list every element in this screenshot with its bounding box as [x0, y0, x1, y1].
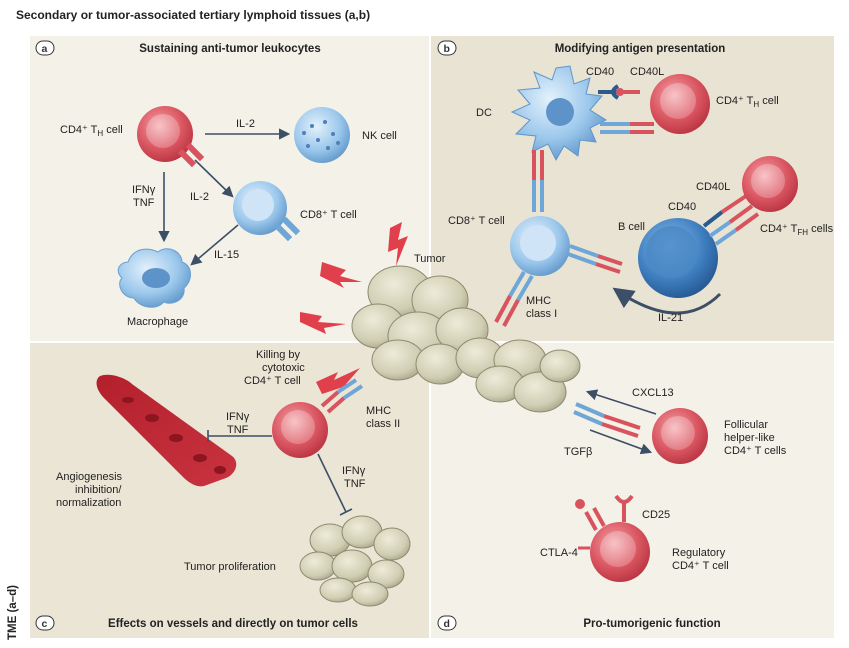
svg-text:b: b	[444, 43, 450, 55]
side-label: TME (a–d)	[7, 585, 19, 640]
follicular-receptors	[573, 402, 641, 438]
label-tumor: Tumor	[414, 253, 446, 265]
label-tumor-prolif: Tumor proliferation	[184, 561, 276, 573]
label-mhc-i-2: class I	[526, 308, 557, 320]
figure-title: Secondary or tumor-associated tertiary l…	[16, 8, 370, 22]
label-cd4-th-b: CD4⁺ TH cell	[716, 95, 779, 109]
label-il2-top: IL-2	[236, 118, 255, 130]
label-ifng-c2: IFNγ	[342, 465, 366, 477]
label-cd40-2: CD40	[668, 201, 696, 213]
label-tgfb: TGFβ	[564, 446, 592, 458]
label-killing-1: Killing by	[256, 349, 301, 361]
label-cd8-b: CD8⁺ T cell	[448, 215, 505, 227]
dendritic-cell	[510, 65, 608, 162]
label-tfh: CD4⁺ TFH cells	[760, 223, 834, 237]
inhibit-vessel-line	[207, 430, 272, 442]
label-tnf-c1: TNF	[227, 424, 249, 436]
label-angio-1: Angiogenesis	[56, 471, 123, 483]
label-cd4-th-a: CD4⁺ TH cell	[60, 124, 123, 138]
svg-text:c: c	[42, 618, 48, 630]
label-cd40l-top: CD40L	[630, 66, 664, 78]
cd4-th-cell-b	[650, 74, 710, 134]
dc-cd8-receptors	[532, 150, 544, 212]
label-mhc-ii-1: MHC	[366, 405, 391, 417]
label-foll-1: Follicular	[724, 419, 768, 431]
label-dc: DC	[476, 107, 492, 119]
label-cd25: CD25	[642, 509, 670, 521]
label-treg-2: CD4⁺ T cell	[672, 560, 729, 572]
cd8-t-cell-b	[510, 216, 570, 276]
arrow-il2-cd8	[194, 159, 234, 198]
regulatory-t-cell	[575, 494, 650, 582]
label-ctla4: CTLA-4	[540, 547, 578, 559]
lightning-bolts	[300, 222, 408, 394]
label-killing-3: CD4⁺ T cell	[244, 375, 301, 387]
label-angio-3: normalization	[56, 497, 121, 509]
label-cd40l-2: CD40L	[696, 181, 730, 193]
panel-c-title: Effects on vessels and directly on tumor…	[108, 618, 358, 630]
label-mhc-ii-2: class II	[366, 418, 400, 430]
cd40-receptor-pair	[598, 84, 654, 134]
label-foll-3: CD4⁺ T cells	[724, 445, 787, 457]
tumor-cluster-small	[299, 515, 411, 607]
panel-d-title: Pro-tumorigenic function	[583, 618, 720, 630]
label-nk-cell: NK cell	[362, 130, 397, 142]
label-ifng-c1: IFNγ	[226, 411, 250, 423]
label-tnf-c2: TNF	[344, 478, 366, 490]
label-treg-1: Regulatory	[672, 547, 726, 559]
label-cxcl13: CXCL13	[632, 387, 674, 399]
cd4-th-cell-a	[137, 106, 205, 168]
macrophage	[117, 248, 191, 308]
cd8-t-cell-a	[233, 181, 301, 242]
label-tnf-a: TNF	[133, 197, 155, 209]
panel-b-badge: b	[437, 40, 457, 56]
label-foll-2: helper-like	[724, 432, 775, 444]
label-b-cell: B cell	[618, 221, 645, 233]
label-cd40-top: CD40	[586, 66, 614, 78]
blood-vessel	[96, 374, 237, 487]
label-killing-2: cytotoxic	[262, 362, 305, 374]
label-cd8-a: CD8⁺ T cell	[300, 209, 357, 221]
label-ifng-a: IFNγ	[132, 184, 156, 196]
inhibit-prolif-line	[317, 453, 353, 516]
label-il2-a: IL-2	[190, 191, 209, 203]
cytotoxic-cd4-cell	[272, 378, 364, 458]
arrow-il15-macrophage	[190, 224, 239, 266]
panel-b-title: Modifying antigen presentation	[555, 43, 726, 55]
panel-a-badge: a	[35, 40, 55, 56]
label-il15: IL-15	[214, 249, 239, 261]
arrow-cxcl13	[585, 389, 657, 415]
bcell-tfh-receptors	[702, 194, 760, 246]
panel-d-badge: d	[437, 615, 457, 631]
il21-curved-arrow	[612, 287, 722, 315]
cd8-bcell-receptors	[567, 244, 623, 274]
label-angio-2: inhibition/	[75, 484, 122, 496]
arrow-tgfb	[589, 429, 653, 455]
svg-text:a: a	[42, 43, 48, 55]
cd8-mhc-i-receptors	[494, 270, 534, 327]
nk-cell	[294, 107, 350, 163]
label-mhc-i-1: MHC	[526, 295, 551, 307]
tumor-mass	[351, 265, 581, 413]
panel-a-title: Sustaining anti-tumor leukocytes	[139, 43, 320, 55]
panel-c-badge: c	[35, 615, 55, 631]
label-macrophage: Macrophage	[127, 316, 188, 328]
label-il21: IL-21	[658, 312, 683, 324]
follicular-helper-cell	[652, 408, 708, 464]
svg-text:d: d	[444, 618, 450, 630]
tfh-cell	[742, 156, 798, 212]
b-cell	[638, 218, 718, 298]
